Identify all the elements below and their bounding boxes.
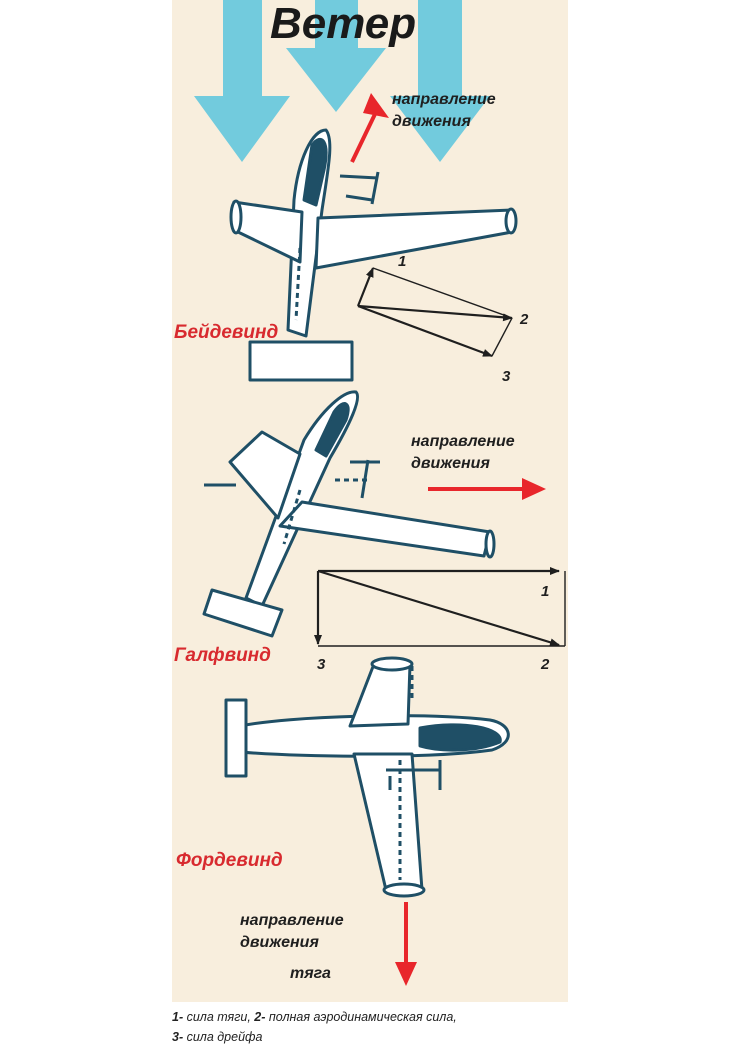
wind-title: Ветер	[270, 0, 416, 48]
halfwind-label-3: 3	[317, 656, 326, 673]
fordewind-title: Фордевинд	[176, 850, 283, 871]
fordewind-motion-arrow	[395, 902, 417, 986]
halfwind-label-1: 1	[541, 583, 549, 600]
halfwind-force-diagram	[314, 567, 566, 647]
halfwind-plane-icon	[202, 390, 496, 638]
beidewind-motion-label-line1: направление	[392, 91, 496, 108]
fordewind-motion-label-line2: движения	[240, 934, 319, 951]
halfwind-label-2: 2	[540, 656, 550, 673]
beidewind-label-2: 2	[519, 311, 529, 328]
fordewind-motion-label-line1: направление	[240, 912, 344, 929]
beidewind-section: направление движения	[174, 91, 529, 385]
legend-2-text: полная аэродинамическая сила	[265, 1010, 454, 1024]
halfwind-motion-arrow	[428, 478, 546, 500]
legend-3-text: сила дрейфа	[183, 1030, 263, 1044]
beidewind-plane-icon	[229, 128, 518, 382]
beidewind-motion-label-line2: движения	[392, 113, 471, 130]
legend-2-num: 2-	[254, 1010, 266, 1024]
beidewind-force-diagram	[356, 267, 513, 358]
legend-1-num: 1-	[172, 1010, 184, 1024]
fordewind-thrust-label: тяга	[290, 965, 331, 982]
wind-arrow-left	[194, 0, 290, 162]
legend-line-2: 3- сила дрейфа	[172, 1030, 262, 1044]
beidewind-motion-arrow	[350, 93, 389, 163]
wind-arrow-right	[390, 0, 490, 162]
beidewind-vector-2	[357, 304, 513, 322]
legend-line-1: 1- сила тяги, 2- полная аэродинамическая…	[172, 1010, 457, 1024]
fordewind-section: Фордевинд направление движения тяга	[176, 656, 510, 986]
beidewind-label-1: 1	[398, 253, 406, 270]
background-panel	[172, 0, 568, 1002]
fordewind-plane-icon	[224, 656, 510, 898]
beidewind-vector-1	[356, 267, 375, 307]
beidewind-vector-3	[357, 304, 493, 358]
halfwind-section: направление движения	[174, 390, 566, 673]
wind-arrow-middle	[286, 0, 386, 112]
halfwind-title: Галфвинд	[174, 645, 271, 666]
wind-arrows	[194, 0, 490, 162]
legend-1-text: сила тяги	[183, 1010, 248, 1024]
legend-3-num: 3-	[172, 1030, 184, 1044]
beidewind-label-3: 3	[502, 368, 511, 385]
halfwind-vector-2	[317, 569, 560, 647]
beidewind-title: Бейдевинд	[174, 322, 278, 343]
halfwind-motion-label-line2: движения	[411, 455, 490, 472]
halfwind-motion-label-line1: направление	[411, 433, 515, 450]
